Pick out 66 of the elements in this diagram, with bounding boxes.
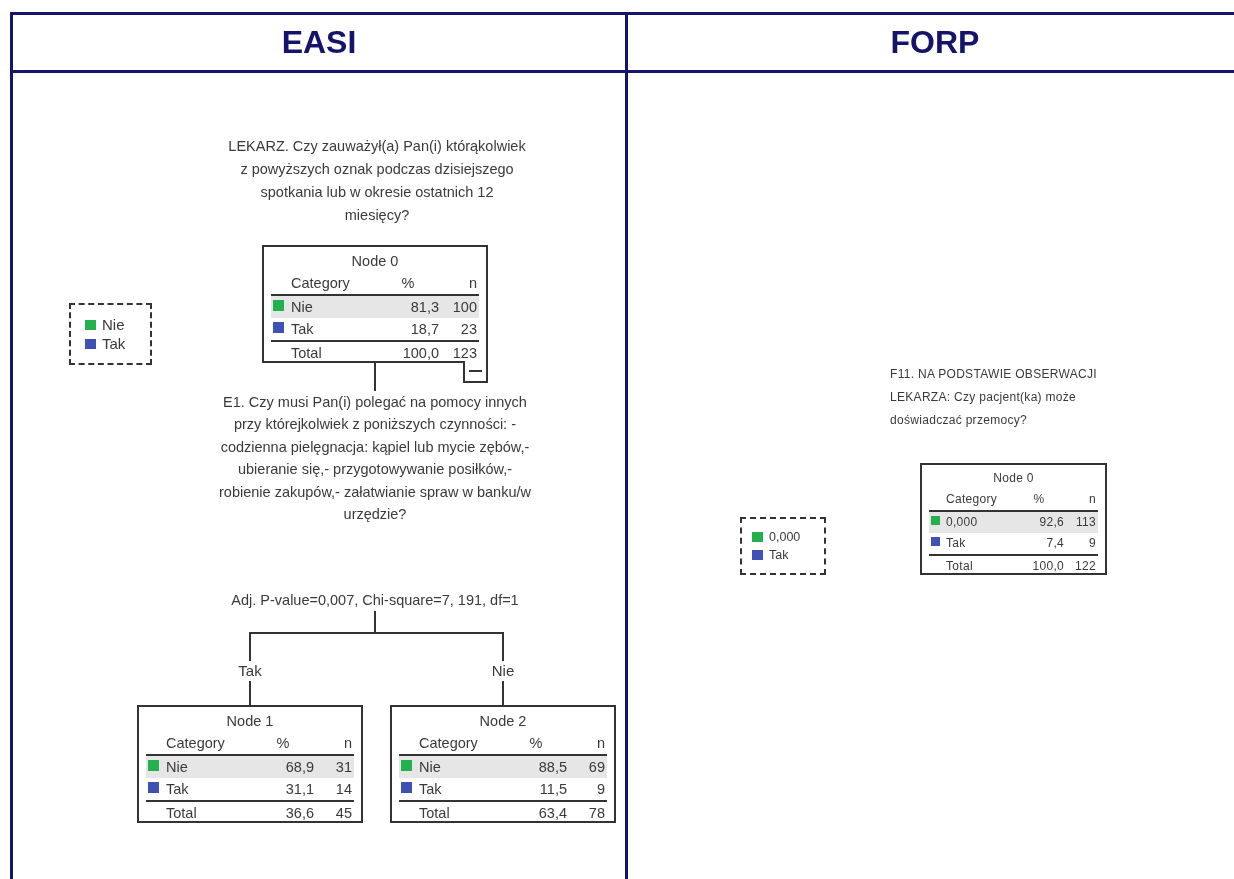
percent-value: 68,9 [284, 758, 314, 777]
count-value: 9 [1088, 535, 1096, 552]
column-header: n [595, 734, 605, 753]
node-title: Node 0 [350, 252, 400, 271]
percent-value: 81,3 [409, 298, 439, 317]
column-header: % [528, 734, 544, 753]
percent-value: 7,4 [1045, 535, 1064, 552]
column-header: n [1088, 491, 1096, 508]
percent-value: 63,4 [537, 804, 567, 823]
category-label: 0,000 [946, 514, 979, 531]
count-value: 78 [587, 804, 605, 823]
percent-value: 31,1 [284, 780, 314, 799]
count-value: 45 [334, 804, 352, 823]
category-label: Tak [419, 780, 443, 799]
category-label: Tak [166, 780, 190, 799]
legend-label: 0,000 [769, 529, 801, 546]
column-header: Category [946, 491, 999, 508]
count-value: 122 [1074, 558, 1096, 575]
count-value: 31 [334, 758, 352, 777]
tree-connector [374, 362, 376, 392]
percent-value: 88,5 [537, 758, 567, 777]
category-label: Nie [166, 758, 189, 777]
percent-value: 18,7 [409, 320, 439, 339]
legend-label: Tak [102, 334, 126, 353]
column-header: % [400, 274, 416, 293]
legend-label: Tak [769, 547, 789, 564]
column-header: % [275, 734, 291, 753]
percent-value: 36,6 [284, 804, 314, 823]
tree-node-box [137, 705, 363, 823]
column-header: Category [291, 274, 351, 293]
count-value: 9 [595, 780, 605, 799]
count-value: 100 [451, 298, 477, 317]
total-label: Total [946, 558, 974, 575]
question-text: F11. NA PODSTAWIE OBSERWACJI LEKARZA: Czy pacjent(ka) może doświadczać przemocy? [890, 366, 1098, 429]
panel [10, 12, 628, 879]
percent-value: 11,5 [538, 780, 567, 799]
count-value: 113 [1074, 514, 1096, 531]
column-header: n [342, 734, 352, 753]
total-label: Total [291, 344, 323, 363]
category-label: Nie [419, 758, 442, 777]
percent-value: 100,0 [1031, 558, 1064, 575]
panel-title: EASI [281, 24, 357, 61]
percent-value: 92,6 [1038, 514, 1064, 531]
column-header: Category [419, 734, 479, 753]
count-value: 123 [451, 344, 477, 363]
column-header: n [467, 274, 477, 293]
count-value: 69 [587, 758, 605, 777]
percent-value: 100,0 [401, 344, 439, 363]
tree-node-box [390, 705, 616, 823]
edge-label: Tak [236, 661, 264, 681]
panel-title: FORP [890, 24, 980, 61]
question-text: LEKARZ. Czy zauważył(a) Pan(i) którąkolwiek z powyższych oznak podczas dzisiejszego spotkania lub w okresie ostatnich 12 miesięcy? [227, 137, 527, 225]
column-header: % [1032, 491, 1046, 508]
total-label: Total [419, 804, 451, 823]
column-header: Category [166, 734, 226, 753]
category-label: Tak [291, 320, 315, 339]
node-title: Node 2 [478, 712, 528, 731]
tree-connector [374, 610, 504, 706]
category-label: Tak [946, 535, 967, 552]
total-label: Total [166, 804, 198, 823]
node-title: Node 1 [225, 712, 275, 731]
legend-label: Nie [102, 315, 125, 334]
count-value: 14 [334, 780, 352, 799]
category-label: Nie [291, 298, 314, 317]
node-title: Node 0 [992, 470, 1035, 487]
count-value: 23 [459, 320, 477, 339]
